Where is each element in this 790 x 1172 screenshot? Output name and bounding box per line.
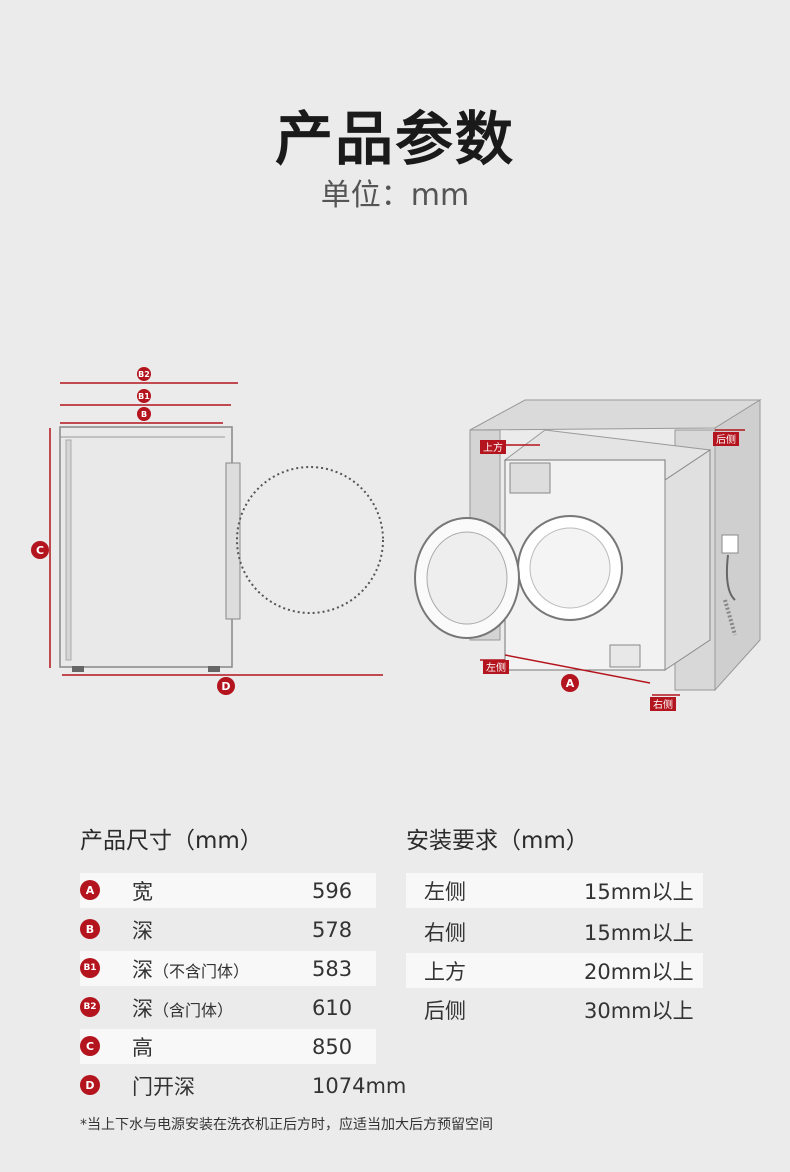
size-note: （含门体） (153, 1000, 234, 1020)
install-row-right: 右侧 15mm以上 (406, 914, 703, 949)
label-a: A (566, 677, 575, 690)
install-name: 上方 (424, 959, 466, 984)
install-value: 30mm以上 (584, 998, 694, 1023)
size-name: 宽 (132, 879, 153, 904)
install-value: 15mm以上 (584, 879, 694, 904)
install-req-title: 安装要求（mm） (406, 828, 589, 854)
badge-b1: B1 (80, 958, 100, 978)
install-row-left: 左侧 15mm以上 (406, 873, 703, 908)
size-name: 门开深 (132, 1074, 195, 1099)
size-name: 深（含门体） (132, 996, 234, 1021)
size-row-d: D 门开深 1074mm (80, 1068, 420, 1103)
label-b2: B2 (138, 370, 150, 379)
size-value: 1074mm (312, 1073, 407, 1098)
label-top: 上方 (483, 441, 503, 454)
label-d: D (221, 680, 230, 693)
size-value: 610 (312, 995, 353, 1020)
size-row-b2: B2 深（含门体） 610 (80, 990, 376, 1025)
size-row-a: A 宽 596 (80, 873, 376, 908)
label-b: B (141, 410, 147, 419)
label-c: C (36, 544, 44, 557)
install-name: 后侧 (424, 998, 466, 1023)
side-view-diagram: B2 B1 B C D (31, 367, 384, 695)
install-row-back: 后侧 30mm以上 (406, 992, 703, 1027)
size-name: 高 (132, 1035, 153, 1060)
label-b1: B1 (138, 392, 150, 401)
footnote: *当上下水与电源安装在洗衣机正后方时，应适当加大后方预留空间 (80, 1117, 493, 1133)
badge-a: A (80, 880, 100, 900)
size-value: 583 (312, 956, 353, 981)
size-name: 深（不含门体） (132, 957, 250, 982)
badge-b2: B2 (80, 997, 100, 1017)
install-name: 左侧 (424, 879, 466, 904)
install-name: 右侧 (424, 920, 466, 945)
label-right: 右侧 (653, 698, 673, 711)
size-name: 深 (132, 918, 153, 943)
size-value: 578 (312, 917, 353, 942)
badge-b: B (80, 919, 100, 939)
install-value: 20mm以上 (584, 959, 694, 984)
label-back: 后侧 (716, 433, 736, 446)
install-row-top: 上方 20mm以上 (406, 953, 703, 988)
unit-label: 单位：mm (320, 178, 470, 213)
badge-d: D (80, 1075, 100, 1095)
product-size-title: 产品尺寸（mm） (80, 828, 263, 854)
size-row-b1: B1 深（不含门体） 583 (80, 951, 376, 986)
badge-c: C (80, 1036, 100, 1056)
size-value: 850 (312, 1034, 353, 1059)
install-value: 15mm以上 (584, 920, 694, 945)
size-value: 596 (312, 878, 353, 903)
installation-diagram: 上方 后侧 左侧 右侧 A (414, 399, 762, 711)
size-row-b: B 深 578 (80, 912, 376, 947)
page-title: 产品参数 (274, 105, 515, 173)
size-row-c: C 高 850 (80, 1029, 376, 1064)
size-note: （不含门体） (153, 961, 250, 981)
label-left: 左侧 (486, 661, 506, 674)
